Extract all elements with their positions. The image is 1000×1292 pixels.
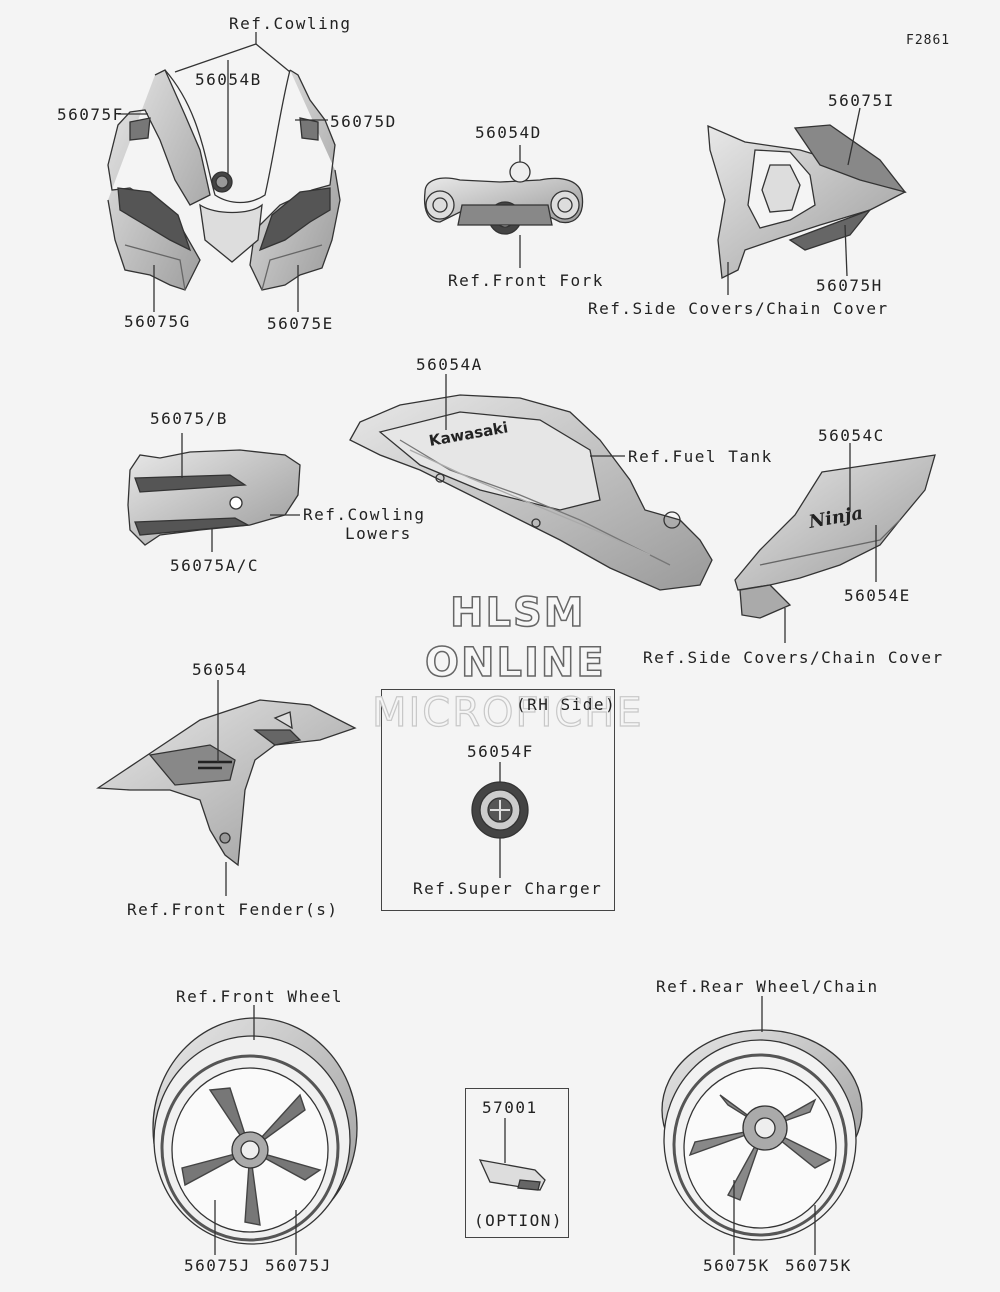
part-56075F-label[interactable]: 56075F — [57, 105, 124, 124]
ref-cowling-lowers-label[interactable]: Ref.Cowling — [303, 505, 426, 524]
watermark-microfiche: MICROFICHE — [371, 689, 644, 736]
fuel-tank-drawing — [349, 394, 713, 591]
front-cowling-drawing — [107, 69, 341, 291]
rh-side-inset-box — [381, 689, 615, 911]
option-caption: (OPTION) — [474, 1211, 564, 1230]
part-56075-B-label[interactable]: 56075/B — [150, 409, 228, 428]
part-56075I-label[interactable]: 56075I — [828, 91, 895, 110]
ref-front-fork-label[interactable]: Ref.Front Fork — [448, 271, 604, 290]
figure-code: F2861 — [906, 33, 951, 48]
ref-super-charger-label[interactable]: Ref.Super Charger — [413, 879, 603, 898]
option-inset-box — [465, 1088, 569, 1238]
part-56075G-label[interactable]: 56075G — [124, 312, 191, 331]
part-56054F-label[interactable]: 56054F — [467, 742, 534, 761]
ref-front-fender-label[interactable]: Ref.Front Fender(s) — [127, 900, 339, 919]
ref-fuel-tank-label[interactable]: Ref.Fuel Tank — [628, 447, 773, 466]
part-56054D-label[interactable]: 56054D — [475, 123, 542, 142]
rear-cowl-drawing — [707, 124, 907, 280]
part-56075K-right-label[interactable]: 56075K — [785, 1256, 852, 1275]
part-56075J-left-label[interactable]: 56075J — [184, 1256, 251, 1275]
part-56075J-right-label[interactable]: 56075J — [265, 1256, 332, 1275]
watermark-hlsm: HLSM — [449, 589, 586, 637]
ref-side-covers-label-bottom[interactable]: Ref.Side Covers/Chain Cover — [643, 648, 944, 667]
part-56054A-label[interactable]: 56054A — [416, 355, 483, 374]
ref-cowling-lowers-label-line2: Lowers — [345, 524, 412, 543]
ref-rear-wheel-label[interactable]: Ref.Rear Wheel/Chain — [656, 977, 879, 996]
part-56054B-label[interactable]: 56054B — [195, 70, 262, 89]
front-wheel-drawing — [152, 1017, 358, 1245]
rear-wheel-drawing — [661, 1029, 863, 1241]
fork-top-clamp-drawing — [423, 161, 584, 235]
watermark-online: ONLINE — [424, 639, 606, 687]
front-fender-drawing — [96, 699, 357, 867]
side-cover-drawing — [734, 454, 936, 619]
part-56075A-C-label[interactable]: 56075A/C — [170, 556, 260, 575]
ref-front-wheel-label[interactable]: Ref.Front Wheel — [176, 987, 343, 1006]
part-56054E-label[interactable]: 56054E — [844, 586, 911, 605]
part-56054-label[interactable]: 56054 — [192, 660, 248, 679]
super-charger-badge-drawing — [471, 781, 529, 839]
part-56054C-label[interactable]: 56054C — [818, 426, 885, 445]
cowling-lower-drawing — [127, 449, 301, 546]
rh-side-caption: (RH Side) — [516, 695, 617, 714]
ref-cowling-label[interactable]: Ref.Cowling — [229, 14, 352, 33]
option-card-drawing — [478, 1159, 546, 1191]
part-56075H-label[interactable]: 56075H — [816, 276, 883, 295]
part-56075D-label[interactable]: 56075D — [330, 112, 397, 131]
part-56075K-left-label[interactable]: 56075K — [703, 1256, 770, 1275]
ref-side-covers-label-top[interactable]: Ref.Side Covers/Chain Cover — [588, 299, 889, 318]
part-56075E-label[interactable]: 56075E — [267, 314, 334, 333]
part-57001-label[interactable]: 57001 — [482, 1098, 538, 1117]
